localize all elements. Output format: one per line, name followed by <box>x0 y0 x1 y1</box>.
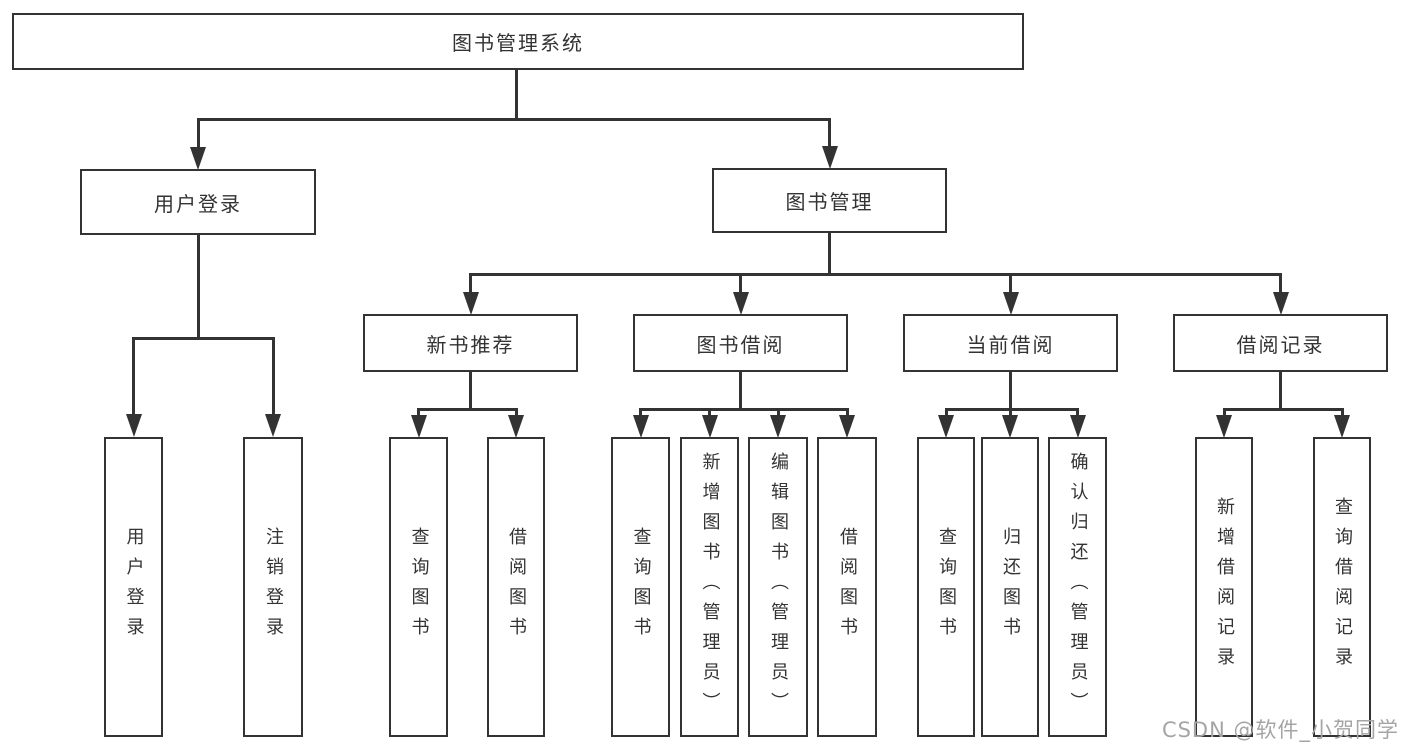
leaf-query-borrow-record: 查询借阅记录 <box>1313 437 1371 737</box>
arrow-down-icon <box>1272 292 1289 315</box>
connector-vline <box>514 408 518 417</box>
node-new-book-recommend: 新书推荐 <box>363 314 578 372</box>
connector-hline <box>196 118 831 121</box>
connector-vline <box>639 408 642 417</box>
leaf-borrow-books-1: 借阅图书 <box>487 437 545 737</box>
leaf-add-borrow-record: 新增借阅记录 <box>1195 437 1253 737</box>
leaf-user-login: 用户登录 <box>104 437 163 737</box>
arrow-down-icon <box>839 415 855 438</box>
leaf-edit-books-admin: 编辑图书（管理员） <box>748 437 808 737</box>
connector-vline <box>1008 408 1012 417</box>
connector-hline <box>469 273 1282 276</box>
node-book-management-branch: 图书管理 <box>712 168 947 233</box>
node-user-login-branch: 用户登录 <box>80 169 316 235</box>
node-current-borrow: 当前借阅 <box>903 314 1118 372</box>
csdn-watermark: CSDN @软件_小贺同学 <box>1161 718 1399 742</box>
connector-hline <box>639 408 849 411</box>
connector-vline <box>739 273 742 293</box>
connector-hline <box>944 408 1079 411</box>
arrow-down-icon <box>462 292 479 315</box>
arrow-down-icon <box>701 415 718 438</box>
connector-vline <box>469 273 472 293</box>
leaf-query-books-2: 查询图书 <box>611 437 670 737</box>
leaf-return-books: 归还图书 <box>981 437 1039 737</box>
connector-vline <box>845 408 849 417</box>
connector-hline <box>1222 408 1344 411</box>
connector-vline <box>1279 273 1282 293</box>
arrow-down-icon <box>265 414 281 437</box>
arrow-down-icon <box>1069 415 1086 438</box>
connector-vline <box>1279 372 1282 410</box>
arrow-down-icon <box>190 147 206 170</box>
connector-vline <box>828 233 831 275</box>
connector-vline <box>469 372 472 410</box>
arrow-down-icon <box>125 414 142 437</box>
arrow-down-icon <box>938 415 954 438</box>
connector-vline <box>196 235 200 337</box>
connector-vline <box>417 408 420 417</box>
leaf-query-books-3: 查询图书 <box>917 437 975 737</box>
arrow-down-icon <box>770 415 786 438</box>
node-borrow-records: 借阅记录 <box>1173 314 1388 372</box>
leaf-add-books-admin: 新增图书（管理员） <box>680 437 739 737</box>
connector-vline <box>1076 408 1079 417</box>
connector-vline <box>739 372 742 410</box>
leaf-borrow-books-2: 借阅图书 <box>817 437 877 737</box>
connector-vline <box>271 337 275 416</box>
leaf-query-books-1: 查询图书 <box>389 437 448 737</box>
arrow-down-icon <box>1216 415 1232 438</box>
node-book-borrow: 图书借阅 <box>633 314 848 372</box>
connector-vline <box>1222 408 1226 417</box>
connector-vline <box>1340 408 1344 417</box>
connector-vline <box>776 408 780 417</box>
arrow-down-icon <box>1334 415 1350 438</box>
connector-vline <box>944 408 948 417</box>
connector-hline <box>417 408 518 411</box>
arrow-down-icon <box>410 415 427 438</box>
connector-vline <box>708 408 711 417</box>
connector-vline <box>132 337 135 416</box>
arrow-down-icon <box>1002 292 1019 315</box>
arrow-down-icon <box>1002 415 1018 438</box>
leaf-confirm-return-admin: 确认归还（管理员） <box>1048 437 1107 737</box>
arrow-down-icon <box>821 146 838 169</box>
arrow-down-icon <box>632 415 649 438</box>
connector-hline <box>132 337 275 340</box>
connector-vline <box>514 70 518 118</box>
node-book-management-system: 图书管理系统 <box>12 13 1024 70</box>
connector-vline <box>196 118 200 148</box>
leaf-logout: 注销登录 <box>243 437 303 737</box>
arrow-down-icon <box>732 292 749 315</box>
connector-vline <box>1009 372 1012 410</box>
arrow-down-icon <box>508 415 524 438</box>
connector-vline <box>1009 273 1012 293</box>
connector-vline <box>828 118 831 148</box>
